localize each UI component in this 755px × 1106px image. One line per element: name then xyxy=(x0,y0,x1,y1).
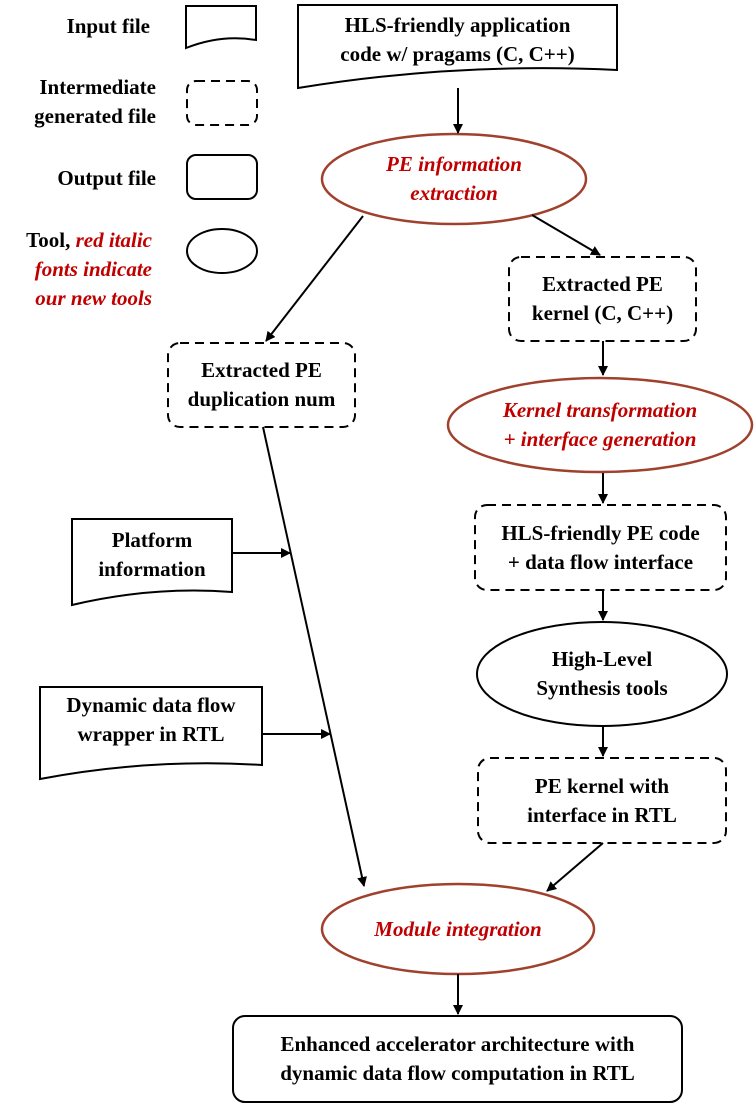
legend-output-file-shape xyxy=(186,154,258,200)
app-code-shape xyxy=(297,4,618,90)
legend-intermediate-line1: Intermediate xyxy=(39,75,156,99)
legend-intermediate-file-shape xyxy=(186,80,258,126)
legend-tool-shape xyxy=(186,228,258,274)
dyn-wrapper-shape xyxy=(39,686,263,781)
legend-tool-red2: fonts indicate xyxy=(34,257,152,281)
legend-intermediate-line2: generated file xyxy=(34,104,156,128)
kernel-transform-shape xyxy=(446,376,754,474)
arrow-extraction-to-kernel xyxy=(531,214,601,256)
extracted-dup-shape xyxy=(167,342,356,428)
hls-tools-shape xyxy=(476,621,728,727)
pe-extraction-shape xyxy=(320,132,588,226)
module-integration-shape xyxy=(320,882,596,976)
extracted-kernel-shape xyxy=(508,256,697,342)
legend-intermediate-label: Intermediate generated file xyxy=(34,73,156,131)
pe-kernel-rtl-shape xyxy=(477,757,727,844)
legend-output-file-label: Output file xyxy=(57,166,156,190)
arrow-dup-to-integration xyxy=(262,426,367,887)
legend-input-file-shape xyxy=(185,5,257,50)
enhanced-arch-shape xyxy=(232,1015,683,1103)
arrow-rtl-to-integration xyxy=(546,842,604,892)
hls-pe-code-shape xyxy=(474,504,727,591)
legend-tool-red3: our new tools xyxy=(35,286,152,310)
arrow-extraction-to-dup xyxy=(265,215,364,342)
legend-tool-prefix: Tool, xyxy=(26,228,71,252)
legend-input-file-label: Input file xyxy=(66,14,150,38)
legend-tool-label: Tool, red italic fonts indicate our new … xyxy=(26,226,152,313)
platform-info-shape xyxy=(71,518,233,607)
legend-tool-line1: Tool, red italic xyxy=(26,226,152,255)
legend-tool-red1: red italic xyxy=(75,228,152,252)
